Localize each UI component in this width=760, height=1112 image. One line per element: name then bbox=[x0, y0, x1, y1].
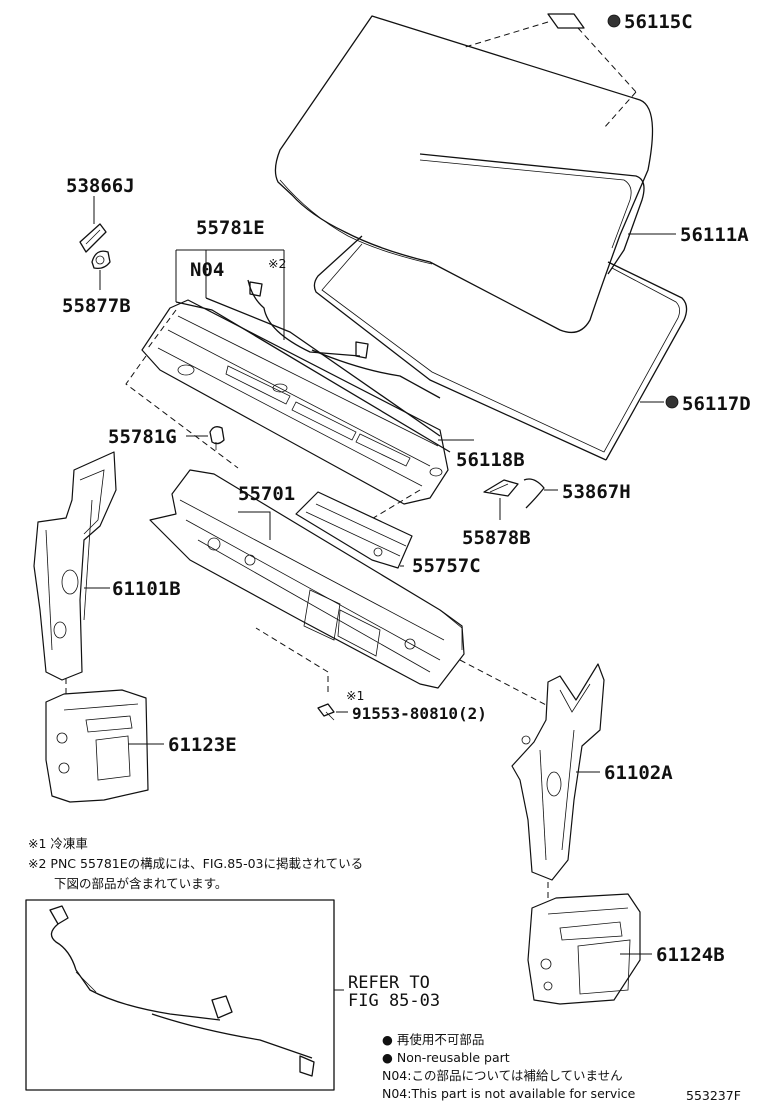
callout-56115C: 56115C bbox=[624, 11, 693, 33]
callout-55877B: 55877B bbox=[62, 295, 131, 317]
windshield-glass bbox=[274, 15, 654, 334]
clip-part-55781G bbox=[209, 426, 225, 450]
callout-star1: ※1 bbox=[346, 688, 364, 703]
right-front-pillar bbox=[511, 663, 605, 881]
callout-61102A: 61102A bbox=[604, 762, 673, 784]
callout-N04: N04 bbox=[190, 259, 224, 281]
right-pillar-lower-panel bbox=[527, 893, 641, 1005]
inset-washer-hose bbox=[49, 905, 315, 1077]
non-reusable-dot-56117D bbox=[665, 395, 679, 409]
refer-line-1: REFER TO bbox=[348, 973, 430, 993]
callout-91553-80810: 91553-80810(2) bbox=[352, 704, 487, 723]
legend-item-4: N04:This part is not available for servi… bbox=[382, 1086, 636, 1101]
seal-part-53866J bbox=[79, 223, 107, 253]
callout-55781G: 55781G bbox=[108, 426, 177, 448]
callout-61101B: 61101B bbox=[112, 578, 181, 600]
clip-part-55877B bbox=[91, 250, 111, 270]
refer-line-2: FIG 85-03 bbox=[348, 991, 440, 1011]
callout-61124B: 61124B bbox=[656, 944, 725, 966]
note-line-2: ※2 PNC 55781Eの構成には、FIG.85-03に掲載されている bbox=[28, 856, 363, 871]
callout-55701: 55701 bbox=[238, 483, 295, 505]
legend-item-1: ● 再使用不可部品 bbox=[382, 1032, 484, 1047]
cowl-panel bbox=[149, 469, 465, 689]
non-reusable-dot-56115C bbox=[607, 14, 621, 28]
callout-55781E: 55781E bbox=[196, 217, 265, 239]
left-pillar-lower-panel bbox=[45, 689, 149, 803]
figure-code: 553237F bbox=[686, 1088, 741, 1103]
callout-star2: ※2 bbox=[268, 256, 286, 271]
cowl-seal-strip bbox=[175, 297, 451, 453]
left-front-pillar bbox=[33, 451, 117, 681]
cowl-top-ventilator-louver bbox=[141, 299, 449, 505]
note-line-3: 下図の部品が含まれています。 bbox=[54, 876, 227, 891]
note-line-1: ※1 冷凍車 bbox=[28, 836, 88, 851]
legend-item-3: N04:この部品については補給していません bbox=[382, 1068, 623, 1083]
callout-55878B: 55878B bbox=[462, 527, 531, 549]
inset-box bbox=[25, 899, 335, 1091]
washer-hose-assembly bbox=[247, 279, 441, 399]
windshield-moulding bbox=[313, 153, 688, 461]
callout-53867H: 53867H bbox=[562, 481, 631, 503]
sticker-part bbox=[461, 13, 637, 129]
bracket-part-55878B bbox=[483, 479, 519, 497]
callout-61123E: 61123E bbox=[168, 734, 237, 756]
callout-56111A: 56111A bbox=[680, 224, 749, 246]
callout-56118B: 56118B bbox=[456, 449, 525, 471]
spring-part-53867H bbox=[523, 478, 545, 509]
bolt-part bbox=[317, 703, 335, 721]
callout-56117D: 56117D bbox=[682, 393, 751, 415]
cowl-bracket bbox=[295, 491, 413, 569]
callout-55757C: 55757C bbox=[412, 555, 481, 577]
callout-53866J: 53866J bbox=[66, 175, 135, 197]
legend-item-2: ● Non-reusable part bbox=[382, 1050, 510, 1065]
